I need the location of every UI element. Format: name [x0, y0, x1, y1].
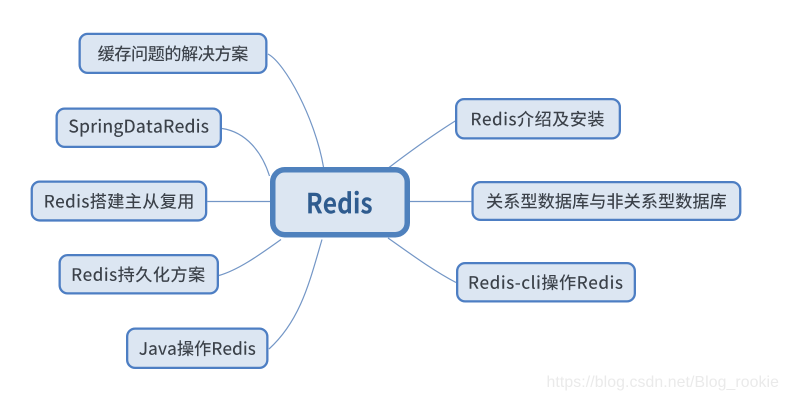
svg-text:https://blog.csdn.net/Blog_roo: https://blog.csdn.net/Blog_rookie [546, 374, 779, 391]
